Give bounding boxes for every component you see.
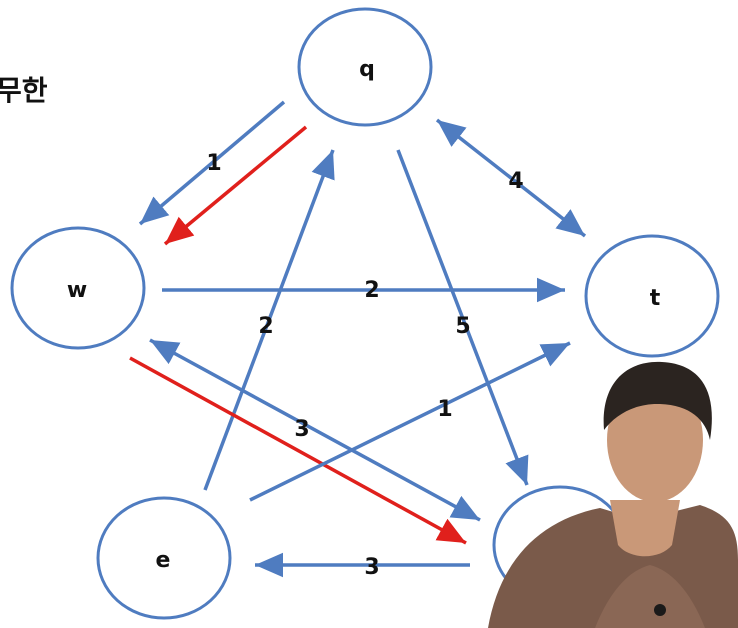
node-q: q [297, 7, 433, 127]
edge-q-t [435, 118, 587, 238]
edge-label-e-q: 2 [258, 314, 273, 339]
edges [129, 100, 587, 578]
presenter-figure [488, 361, 738, 628]
edge-label-w-r: 3 [294, 417, 309, 442]
edge-w-r [149, 338, 481, 522]
node-e: e [96, 496, 232, 620]
edge-q-w-blue [138, 100, 286, 226]
node-w-label: w [67, 278, 87, 303]
edge-label-r-e: 3 [364, 555, 379, 580]
edge-label-w-t: 2 [364, 278, 379, 303]
edge-e-t [249, 341, 571, 502]
node-w: w [10, 226, 146, 350]
edge-label-q-t: 4 [508, 169, 523, 194]
page-title: 무한 [0, 74, 48, 107]
edge-w-r-red [129, 356, 467, 545]
node-t: t [584, 234, 720, 358]
edge-q-w-red [163, 125, 308, 246]
node-q-label: q [359, 57, 375, 82]
edge-label-e-t: 1 [437, 397, 452, 422]
node-t-label: t [650, 286, 661, 311]
edge-labels: 1 4 2 2 5 3 1 3 [206, 151, 523, 580]
node-e-label: e [156, 548, 171, 573]
edge-label-q-w: 1 [206, 151, 221, 176]
edge-label-q-r: 5 [455, 314, 470, 339]
edge-q-r [396, 149, 529, 486]
